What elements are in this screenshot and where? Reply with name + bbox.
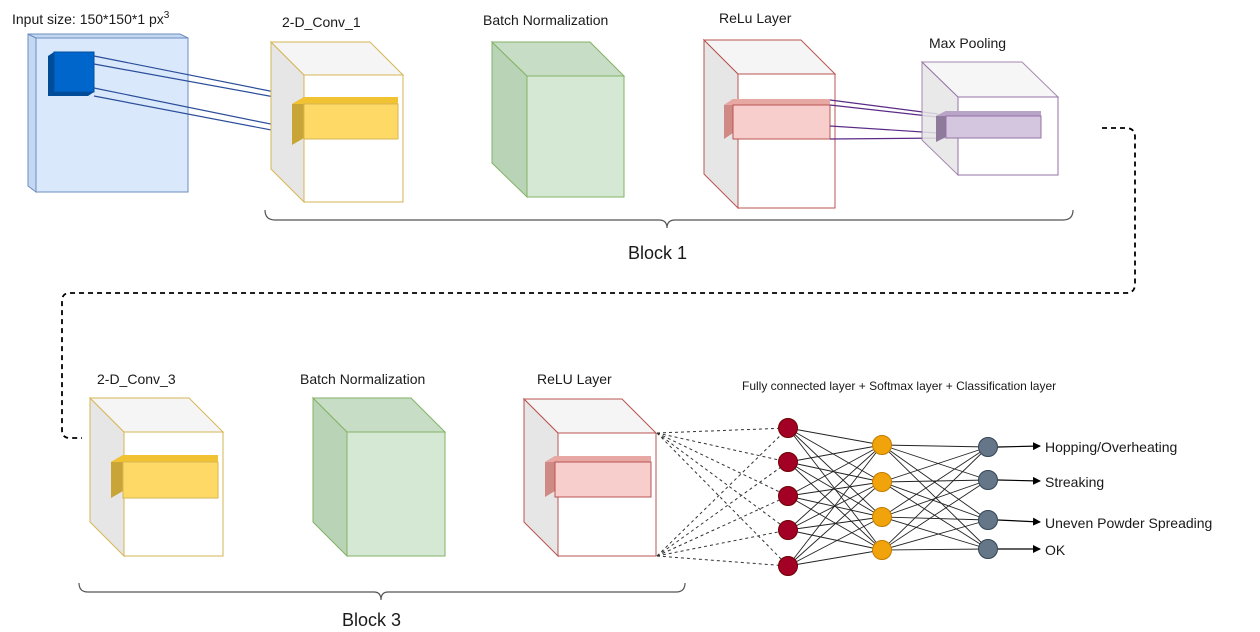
fc-edge — [787, 516, 883, 567]
fc-node-output — [978, 510, 998, 530]
fc-edge — [881, 516, 989, 550]
fc-node-output — [978, 539, 998, 559]
fc-dashed-edge — [656, 432, 789, 567]
output-arrow — [997, 476, 1041, 485]
fc-edge — [787, 427, 883, 483]
batchnorm1-label: Batch Normalization — [483, 12, 608, 28]
fc-edge — [881, 481, 989, 521]
input-size-label: Input size: 150*150*1 px3 — [12, 10, 170, 27]
input-image — [27, 33, 189, 193]
fc-edge — [881, 446, 989, 518]
fc-node-layer1 — [778, 556, 798, 576]
input-kernel — [48, 51, 95, 96]
fc-edge — [787, 495, 883, 551]
fc-node-output — [978, 470, 998, 490]
fc-edge — [787, 427, 883, 518]
fc-node-layer1 — [778, 452, 798, 472]
fc-edge — [787, 444, 883, 531]
fc-edge — [881, 479, 989, 551]
output-arrow — [997, 442, 1041, 451]
conv1-label: 2-D_Conv_1 — [282, 14, 361, 30]
fc-node-layer2 — [872, 540, 892, 560]
fc-edges — [656, 427, 1041, 567]
maxpool-layer — [920, 60, 1060, 177]
fc-edge — [787, 444, 883, 497]
fc-node-layer2 — [872, 435, 892, 455]
block1-label: Block 1 — [628, 243, 687, 263]
fc-node-layer1 — [778, 418, 798, 438]
output-label-streaking: Streaking — [1045, 474, 1104, 490]
fc-edge — [881, 519, 989, 551]
block3-brace — [78, 582, 686, 601]
fc-dashed-edge — [656, 432, 789, 497]
block1-brace — [264, 209, 1074, 229]
fc-dashed-edge — [656, 555, 789, 567]
fc-edge — [881, 444, 989, 448]
fc-edge — [881, 516, 989, 521]
batchnorm3-layer — [311, 396, 447, 558]
conv1-layer — [269, 40, 405, 204]
fc-edge — [881, 548, 989, 551]
fc-edge — [881, 446, 989, 483]
fc-edge — [787, 481, 883, 567]
output-label-uneven-powder: Uneven Powder Spreading — [1045, 515, 1212, 531]
output-label-hopping: Hopping/Overheating — [1045, 439, 1177, 455]
relu1-label: ReLu Layer — [719, 10, 792, 26]
fc-dashed-edge — [656, 529, 789, 557]
conv3-label: 2-D_Conv_3 — [97, 371, 176, 387]
conv3-layer — [88, 396, 225, 558]
fc-edge — [787, 444, 883, 567]
fc-title: Fully connected layer + Softmax layer + … — [742, 379, 1056, 393]
maxpool-label: Max Pooling — [929, 35, 1006, 51]
fc-edge — [787, 461, 883, 483]
fc-dashed-edge — [656, 432, 789, 463]
fc-dashed-edge — [656, 427, 789, 434]
fc-dashed-edge — [656, 461, 789, 557]
fc-edge — [881, 446, 989, 551]
fc-node-layer2 — [872, 507, 892, 527]
fc-outputs: Hopping/Overheating Streaking Uneven Pow… — [1045, 439, 1212, 558]
fc-edge — [787, 549, 883, 567]
fc-edge — [881, 444, 989, 550]
fc-edge — [787, 529, 883, 551]
fc-edge — [787, 461, 883, 518]
fc-node-output — [978, 437, 998, 457]
fc-dashed-edge — [656, 495, 789, 557]
block3-label: Block 3 — [342, 610, 401, 630]
fc-nodes — [778, 418, 998, 576]
fc-edge — [881, 444, 989, 481]
relu1-layer — [702, 38, 837, 210]
fc-node-layer2 — [872, 472, 892, 492]
fc-node-layer1 — [778, 520, 798, 540]
output-label-ok: OK — [1045, 542, 1066, 558]
batchnorm1-layer — [490, 40, 626, 199]
relu3-label: ReLU Layer — [537, 371, 612, 387]
fc-edge — [881, 479, 989, 483]
batchnorm3-label: Batch Normalization — [300, 371, 425, 387]
fc-edge — [787, 427, 883, 446]
fc-dashed-edge — [656, 427, 789, 557]
fc-node-layer1 — [778, 486, 798, 506]
fc-edge — [787, 481, 883, 497]
output-arrow — [997, 517, 1041, 526]
fc-edge — [787, 444, 883, 463]
relu3-layer — [522, 397, 658, 558]
